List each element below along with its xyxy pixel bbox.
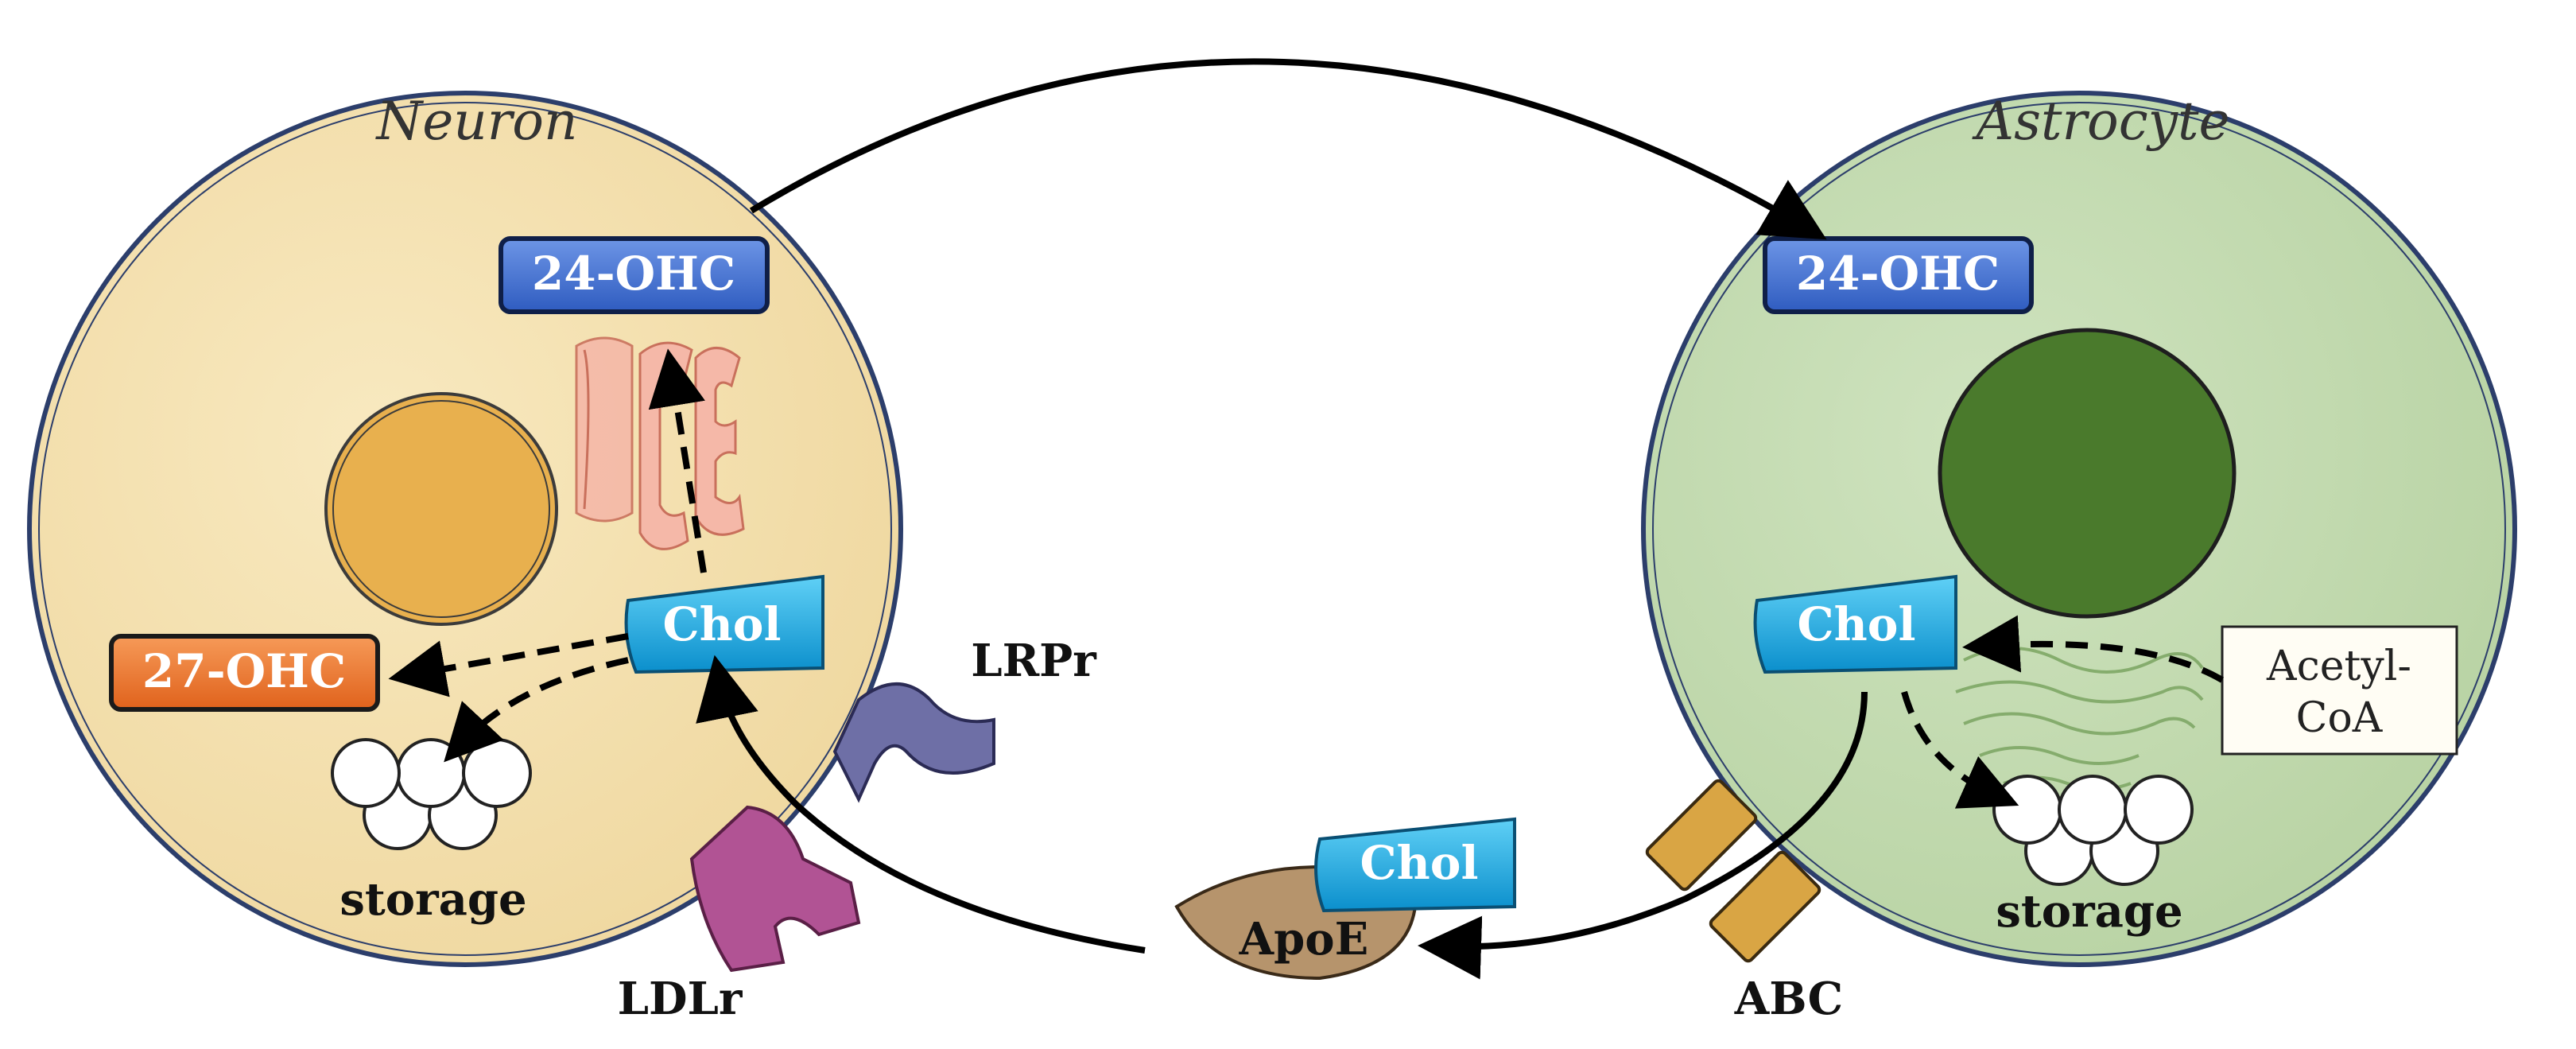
apoe-particle: ApoE Chol bbox=[1174, 817, 1516, 981]
ldl-receptor-label: LDLr bbox=[618, 973, 743, 1025]
astrocyte-storage-label: storage bbox=[1996, 885, 2182, 938]
acetyl-coa-line1: Acetyl- bbox=[2266, 643, 2411, 690]
lrp-receptor-icon bbox=[832, 682, 995, 803]
astrocyte-24-ohc-badge: 24-OHC bbox=[1763, 236, 2034, 314]
abc-transporter-label: ABC bbox=[1734, 973, 1843, 1025]
extracellular-chol-label: Chol bbox=[1360, 836, 1478, 890]
neuron-cell: Neuron 24-OHC 27-OHC Chol bbox=[27, 91, 903, 967]
neuron-chol-label: Chol bbox=[662, 597, 781, 651]
neuron-24-ohc-badge: 24-OHC bbox=[499, 236, 770, 314]
astrocyte-chol-badge: Chol bbox=[1753, 574, 1957, 674]
ldl-receptor-icon bbox=[689, 805, 861, 973]
abc-transporter-icon bbox=[1645, 779, 1821, 963]
arrow-chol-to-27-ohc bbox=[388, 633, 629, 697]
neuron-27-ohc-label: 27-OHC bbox=[142, 644, 346, 698]
acetyl-coa-box: Acetyl- CoA bbox=[2221, 625, 2458, 756]
golgi-apparatus-icon bbox=[575, 336, 745, 550]
neuron-nucleus bbox=[324, 392, 558, 626]
lrp-receptor-label: LRPr bbox=[971, 635, 1097, 687]
astrocyte-title: Astrocyte bbox=[1971, 91, 2229, 152]
neuron-storage-label: storage bbox=[339, 873, 526, 926]
acetyl-coa-line2: CoA bbox=[2296, 694, 2384, 742]
neuron-27-ohc-badge: 27-OHC bbox=[109, 634, 380, 712]
arrow-astrocyte-chol-to-storage bbox=[1901, 690, 2019, 809]
neuron-24-ohc-label: 24-OHC bbox=[532, 247, 735, 301]
astrocyte-chol-label: Chol bbox=[1797, 597, 1915, 651]
arrow-chol-efflux bbox=[1418, 691, 1868, 980]
astrocyte-cell: Astrocyte 24-OHC Chol Acetyl- CoA bbox=[1641, 91, 2517, 1025]
arrow-24-ohc-transfer bbox=[749, 58, 1827, 240]
extracellular-chol-badge bbox=[1314, 817, 1516, 913]
arrow-apoe-uptake bbox=[696, 655, 1146, 954]
astrocyte-nucleus bbox=[1938, 328, 2237, 619]
neuron-title: Neuron bbox=[374, 91, 577, 152]
neuron-chol-badge: Chol bbox=[624, 574, 824, 674]
astrocyte-24-ohc-label: 24-OHC bbox=[1796, 247, 2000, 301]
apoe-label: ApoE bbox=[1239, 913, 1369, 965]
neuron-storage-droplets-icon bbox=[331, 738, 532, 850]
